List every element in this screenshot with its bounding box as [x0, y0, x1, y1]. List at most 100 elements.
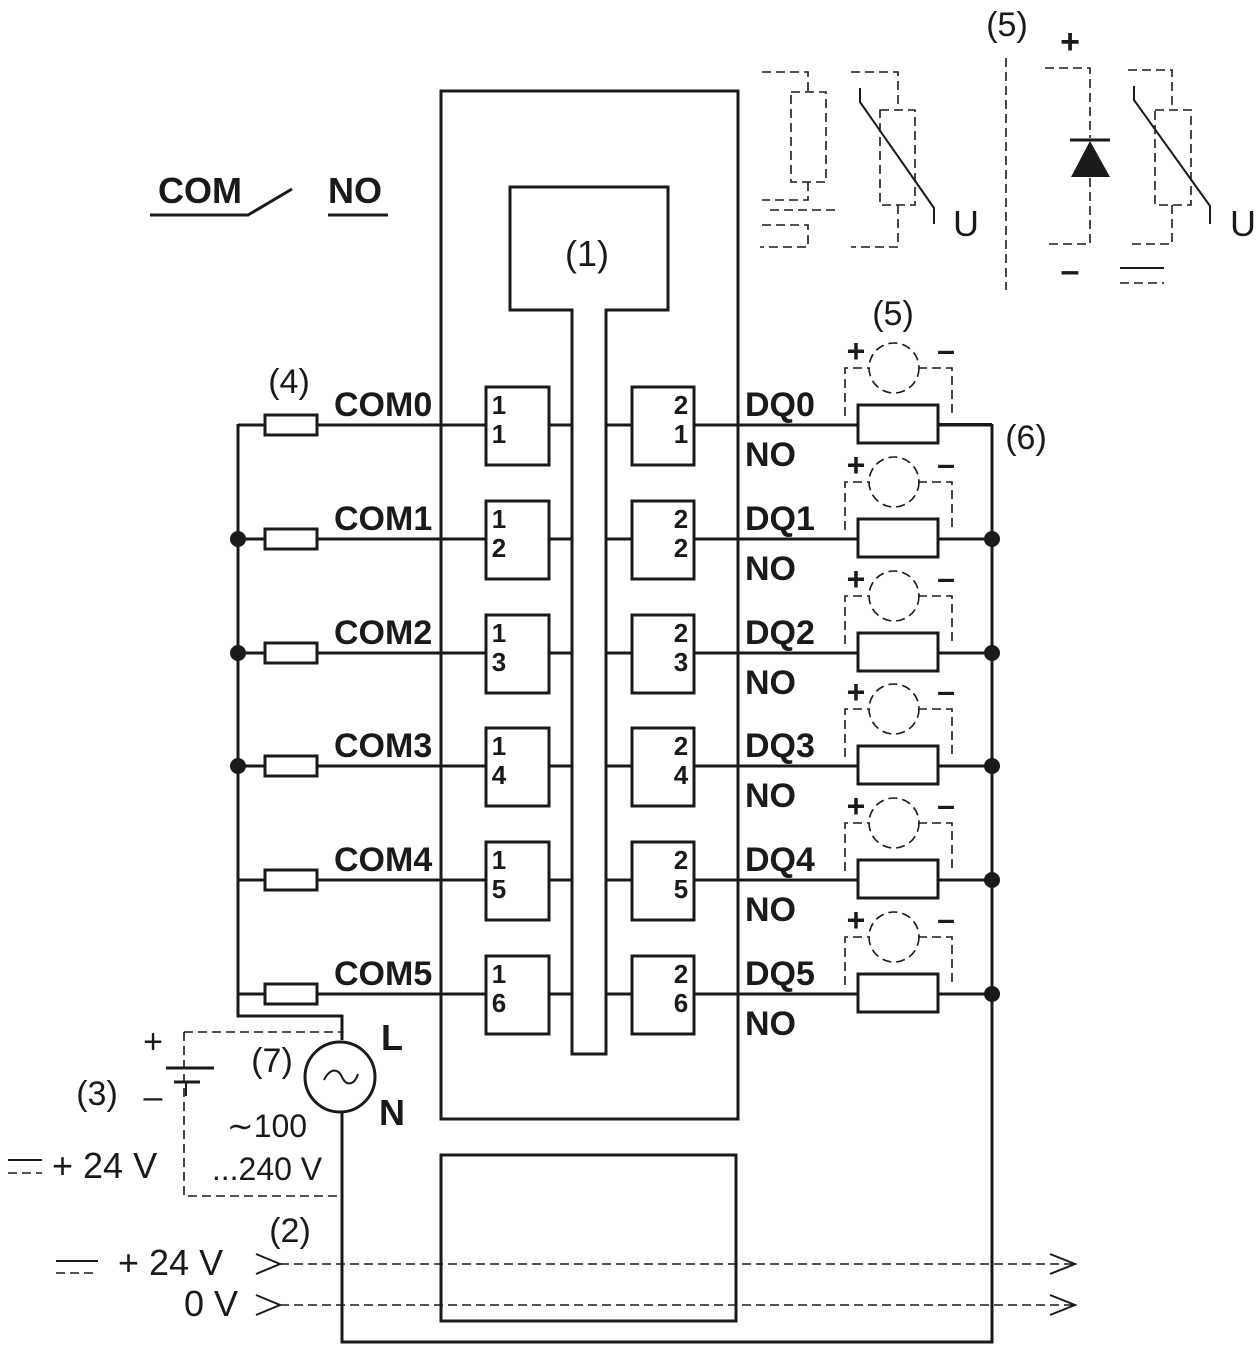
battery-minus: –: [144, 1078, 163, 1116]
terminal-right-bottom: 6: [674, 988, 688, 1018]
ac-range-2: ...240 V: [212, 1151, 323, 1187]
terminal-right: [630, 840, 696, 922]
terminal-right-bottom: 2: [674, 533, 688, 563]
com-label: COM5: [334, 955, 432, 993]
protection-plus: +: [847, 333, 866, 369]
protection-dashed-wires: [844, 822, 953, 871]
terminal-right: [630, 385, 696, 467]
protection-minus: –: [937, 332, 955, 368]
power-ref: (2): [269, 1212, 311, 1250]
protection-plus: +: [847, 447, 866, 483]
terminal-right: [630, 726, 696, 808]
fuse-ref: (4): [268, 363, 310, 401]
protection-dashed-wires: [844, 367, 953, 416]
fuse-symbol: [263, 413, 319, 437]
terminal-right-bottom: 5: [674, 874, 688, 904]
terminal-left-bottom: 3: [492, 647, 506, 677]
ac-N-label: N: [379, 1092, 405, 1133]
terminal-left-bottom: 4: [492, 760, 507, 790]
protection-circle: [868, 911, 920, 963]
terminal-right-top: 2: [674, 845, 688, 875]
terminal-left-top: 1: [492, 390, 506, 420]
com-label: COM3: [334, 727, 432, 765]
com-label: COM4: [334, 841, 432, 879]
terminal-left-top: 1: [492, 731, 506, 761]
terminal-left-bottom: 1: [492, 419, 506, 449]
com-label: COM0: [334, 386, 432, 424]
no-label: NO: [745, 1005, 796, 1043]
protection-minus: –: [937, 673, 955, 709]
cpu-label: (1): [565, 233, 609, 274]
terminal-left-bottom: 6: [492, 988, 506, 1018]
dc-24-label: + 24 V: [118, 1242, 223, 1283]
protection-circle: [868, 797, 920, 849]
terminal-left-bottom: 5: [492, 874, 506, 904]
zero-v-arrow: [255, 1294, 283, 1316]
protection-minus: –: [937, 901, 955, 937]
terminal-left: [484, 385, 551, 467]
alt-supply-box: [183, 1031, 342, 1197]
terminal-right: [630, 613, 696, 695]
protection-dashed-wires: [844, 481, 953, 530]
protection-minus: –: [937, 446, 955, 482]
protection-plus: +: [847, 674, 866, 710]
dq-label: DQ4: [745, 841, 815, 879]
protection-dashed-wires: [844, 595, 953, 644]
ac-source-symbol: [303, 1040, 377, 1114]
legend-no: NO: [328, 170, 382, 211]
no-label: NO: [745, 664, 796, 702]
fuse-symbol: [263, 754, 319, 778]
terminal-left-top: 1: [492, 845, 506, 875]
terminal-right: [630, 954, 696, 1036]
protection-ref: (5): [872, 295, 914, 333]
power-module: [439, 1153, 738, 1323]
terminal-right-top: 2: [674, 504, 688, 534]
battery-ref: (3): [76, 1075, 118, 1113]
terminal-left-bottom: 2: [492, 533, 506, 563]
diode-symbol: [1071, 141, 1110, 177]
module-body: [439, 89, 740, 1121]
load-symbol: [856, 403, 940, 445]
terminal-right-bottom: 3: [674, 647, 688, 677]
terminal-right-bottom: 1: [674, 419, 688, 449]
terminal-left: [484, 726, 551, 808]
zero-v-label: 0 V: [184, 1283, 238, 1324]
battery-symbol: [166, 1066, 214, 1084]
terminal-right: [630, 499, 696, 581]
battery-plus: +: [143, 1023, 163, 1061]
fuse-symbol: [263, 527, 319, 551]
com-label: COM1: [334, 500, 432, 538]
protection-circle: [868, 342, 920, 394]
terminal-left-top: 1: [492, 504, 506, 534]
terminal-left-top: 1: [492, 959, 506, 989]
terminal-right-top: 2: [674, 390, 688, 420]
no-label: NO: [745, 436, 796, 474]
ac-ref: (7): [251, 1042, 293, 1080]
no-label: NO: [745, 550, 796, 588]
no-label: NO: [745, 777, 796, 815]
load-symbol: [856, 972, 940, 1014]
terminal-left-top: 1: [492, 618, 506, 648]
terminal-right-top: 2: [674, 959, 688, 989]
protection-legend: U (5) + – U: [760, 6, 1256, 290]
terminal-right-bottom: 4: [674, 760, 689, 790]
protection-circle: [868, 683, 920, 735]
protection-plus: +: [847, 902, 866, 938]
load-ref: (6): [1005, 419, 1047, 457]
protection-minus: –: [937, 787, 955, 823]
load-symbol: [856, 858, 940, 900]
terminal-left: [484, 954, 551, 1036]
dc-left-label: + 24 V: [52, 1145, 157, 1186]
no-label: NO: [745, 891, 796, 929]
terminal-left: [484, 613, 551, 695]
protection-ref-top: (5): [986, 6, 1028, 44]
load-return-bus: [340, 424, 994, 1344]
terminal-right-top: 2: [674, 618, 688, 648]
